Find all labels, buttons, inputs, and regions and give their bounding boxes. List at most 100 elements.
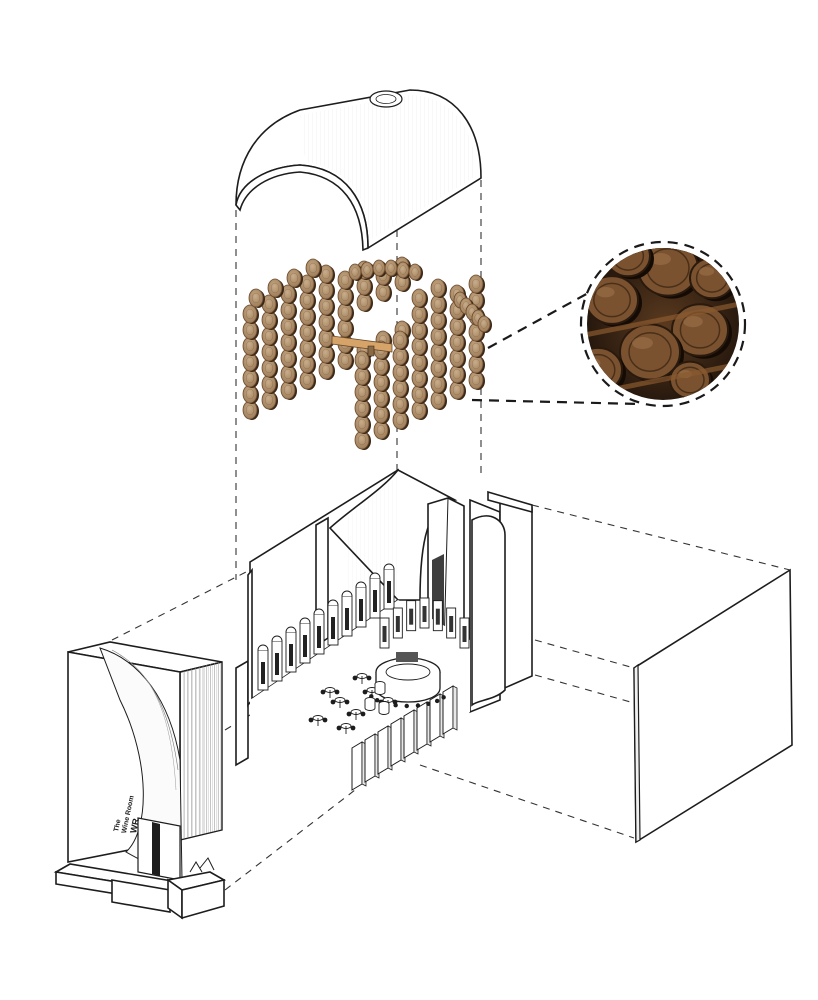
barrel	[468, 274, 485, 294]
barrel	[449, 348, 466, 368]
vault-roof	[235, 89, 482, 252]
barrel	[299, 322, 316, 342]
floor-barrel	[374, 681, 386, 695]
barrel	[242, 336, 259, 356]
arch	[299, 617, 311, 664]
barrel	[411, 368, 428, 388]
barrel	[299, 274, 316, 294]
front-fins	[351, 685, 458, 791]
fin	[351, 741, 367, 791]
barrel	[318, 328, 335, 348]
photo-barrel	[587, 275, 642, 327]
barrel	[449, 364, 466, 384]
bar-stool	[441, 695, 446, 700]
barrel	[242, 400, 259, 420]
barrel	[337, 302, 354, 322]
barrel	[430, 310, 447, 330]
arch	[285, 626, 297, 673]
apse-arch	[432, 600, 443, 632]
barrel	[318, 264, 335, 284]
sign-line-3: WR	[128, 817, 141, 834]
barrel	[430, 294, 447, 314]
barrel	[411, 336, 428, 356]
bar-stool	[404, 703, 409, 709]
barrel	[280, 380, 297, 400]
barrel	[411, 288, 428, 308]
barrel	[242, 352, 259, 372]
fin	[390, 717, 406, 767]
barrel	[337, 350, 354, 370]
timber-beam	[331, 335, 393, 357]
barrel	[299, 338, 316, 358]
table	[320, 687, 340, 698]
apse-arch	[406, 600, 417, 632]
barrel	[354, 350, 371, 370]
barrel	[384, 259, 399, 277]
photo-barrel	[619, 323, 684, 383]
barrel	[280, 300, 297, 320]
barrel	[318, 312, 335, 332]
table	[346, 709, 366, 720]
interior-room	[235, 468, 533, 791]
barrel	[280, 364, 297, 384]
plant-icon	[189, 857, 215, 873]
barrel	[318, 360, 335, 380]
barrel	[396, 261, 411, 279]
barrel	[354, 366, 371, 386]
floor-barrel	[364, 697, 376, 711]
arch	[369, 572, 381, 619]
barrel	[394, 272, 411, 292]
arch	[327, 599, 339, 646]
barrel	[242, 304, 259, 324]
barrel	[267, 278, 284, 298]
barrel	[430, 326, 447, 346]
barrel	[299, 306, 316, 326]
barrel	[337, 318, 354, 338]
barrel	[372, 259, 387, 277]
barrel-detail-callout	[471, 240, 747, 408]
barrel	[248, 288, 265, 308]
barrel	[305, 258, 322, 278]
arch	[355, 581, 367, 628]
fin	[377, 725, 393, 775]
barrel	[356, 276, 373, 296]
barrel	[318, 344, 335, 364]
barrel	[373, 404, 390, 424]
barrel	[375, 282, 392, 302]
bar-stool	[415, 703, 421, 708]
circular-bar	[375, 652, 441, 703]
barrel	[261, 342, 278, 362]
barrel	[348, 263, 363, 281]
arch	[383, 563, 395, 610]
table	[330, 697, 350, 708]
barrel	[242, 384, 259, 404]
barrel	[299, 370, 316, 390]
bar-stool	[393, 703, 398, 708]
table	[308, 715, 328, 726]
barrel	[318, 280, 335, 300]
barrel	[408, 263, 423, 281]
barrel	[354, 430, 371, 450]
apse-arch	[459, 617, 470, 649]
barrel	[411, 304, 428, 324]
barrel	[392, 394, 409, 414]
barrel	[299, 290, 316, 310]
apse-arch	[446, 607, 457, 639]
barrel	[373, 372, 390, 392]
barrel	[280, 348, 297, 368]
bar-stool	[434, 698, 440, 704]
barrel	[430, 358, 447, 378]
entrance-facade: The Wine Room WR	[53, 641, 227, 920]
arch	[271, 635, 283, 682]
barrel	[261, 374, 278, 394]
barrel	[261, 294, 278, 314]
barrel	[430, 390, 447, 410]
barrel	[430, 374, 447, 394]
apse-arch	[379, 617, 390, 649]
barrel	[286, 268, 303, 288]
barrel	[411, 320, 428, 340]
barrel	[392, 330, 409, 350]
apse-arch	[419, 597, 430, 629]
barrel	[449, 332, 466, 352]
